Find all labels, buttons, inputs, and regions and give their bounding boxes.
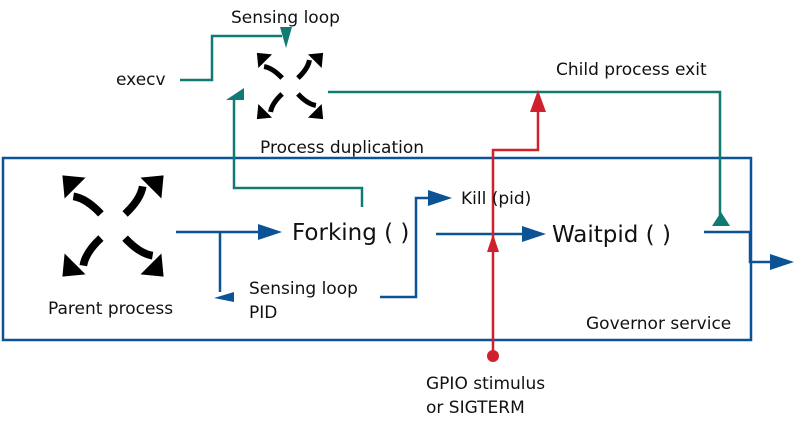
sensing-loop-top-label: Sensing loop: [231, 8, 340, 28]
sensing-loop-pid-label-line1: Sensing loop: [249, 279, 358, 299]
forking-label: Forking ( ): [292, 220, 409, 246]
forking-loop-arrowhead: [226, 88, 244, 100]
red-signal-path: [491, 112, 540, 356]
teal-connectors: [180, 34, 722, 222]
child-exit-arrowhead: [712, 212, 730, 226]
gpio-stimulus-dot: [487, 350, 499, 362]
execv-connector: [180, 34, 282, 82]
child-exit-connector: [328, 90, 722, 222]
governor-service-label: Governor service: [586, 314, 731, 334]
sensing-loop-pid-label-line2: PID: [249, 303, 277, 323]
kill-pid-label: Kill (pid): [461, 189, 531, 209]
gpio-stimulus-label-line1: GPIO stimulus: [426, 374, 545, 394]
waitpid-to-output-line: [704, 230, 772, 264]
sensing-loop-circular-arrows-icon: [257, 53, 323, 119]
gpio-stimulus-label-line2: or SIGTERM: [426, 398, 525, 418]
pid-to-kill-line: [380, 196, 432, 299]
red-child-exit-arrowhead: [530, 90, 546, 112]
red-kill-arrowhead: [487, 234, 499, 252]
blue-connectors: [176, 196, 772, 299]
pid-arrowhead: [214, 292, 234, 302]
output-arrowhead: [770, 254, 794, 270]
sensing-loop-arrowhead: [280, 27, 292, 48]
process-duplication-label: Process duplication: [260, 138, 424, 158]
execv-label: execv: [116, 70, 166, 90]
parent-process-label: Parent process: [48, 299, 173, 319]
forking-arrowhead: [258, 224, 282, 240]
child-process-exit-label: Child process exit: [556, 60, 707, 80]
kill-arrowhead: [428, 190, 452, 206]
parent-process-circular-arrows-icon: [62, 175, 163, 276]
waitpid-label: Waitpid ( ): [552, 222, 671, 248]
waitpid-arrowhead: [522, 226, 546, 242]
forking-to-loop-connector: [232, 98, 364, 207]
